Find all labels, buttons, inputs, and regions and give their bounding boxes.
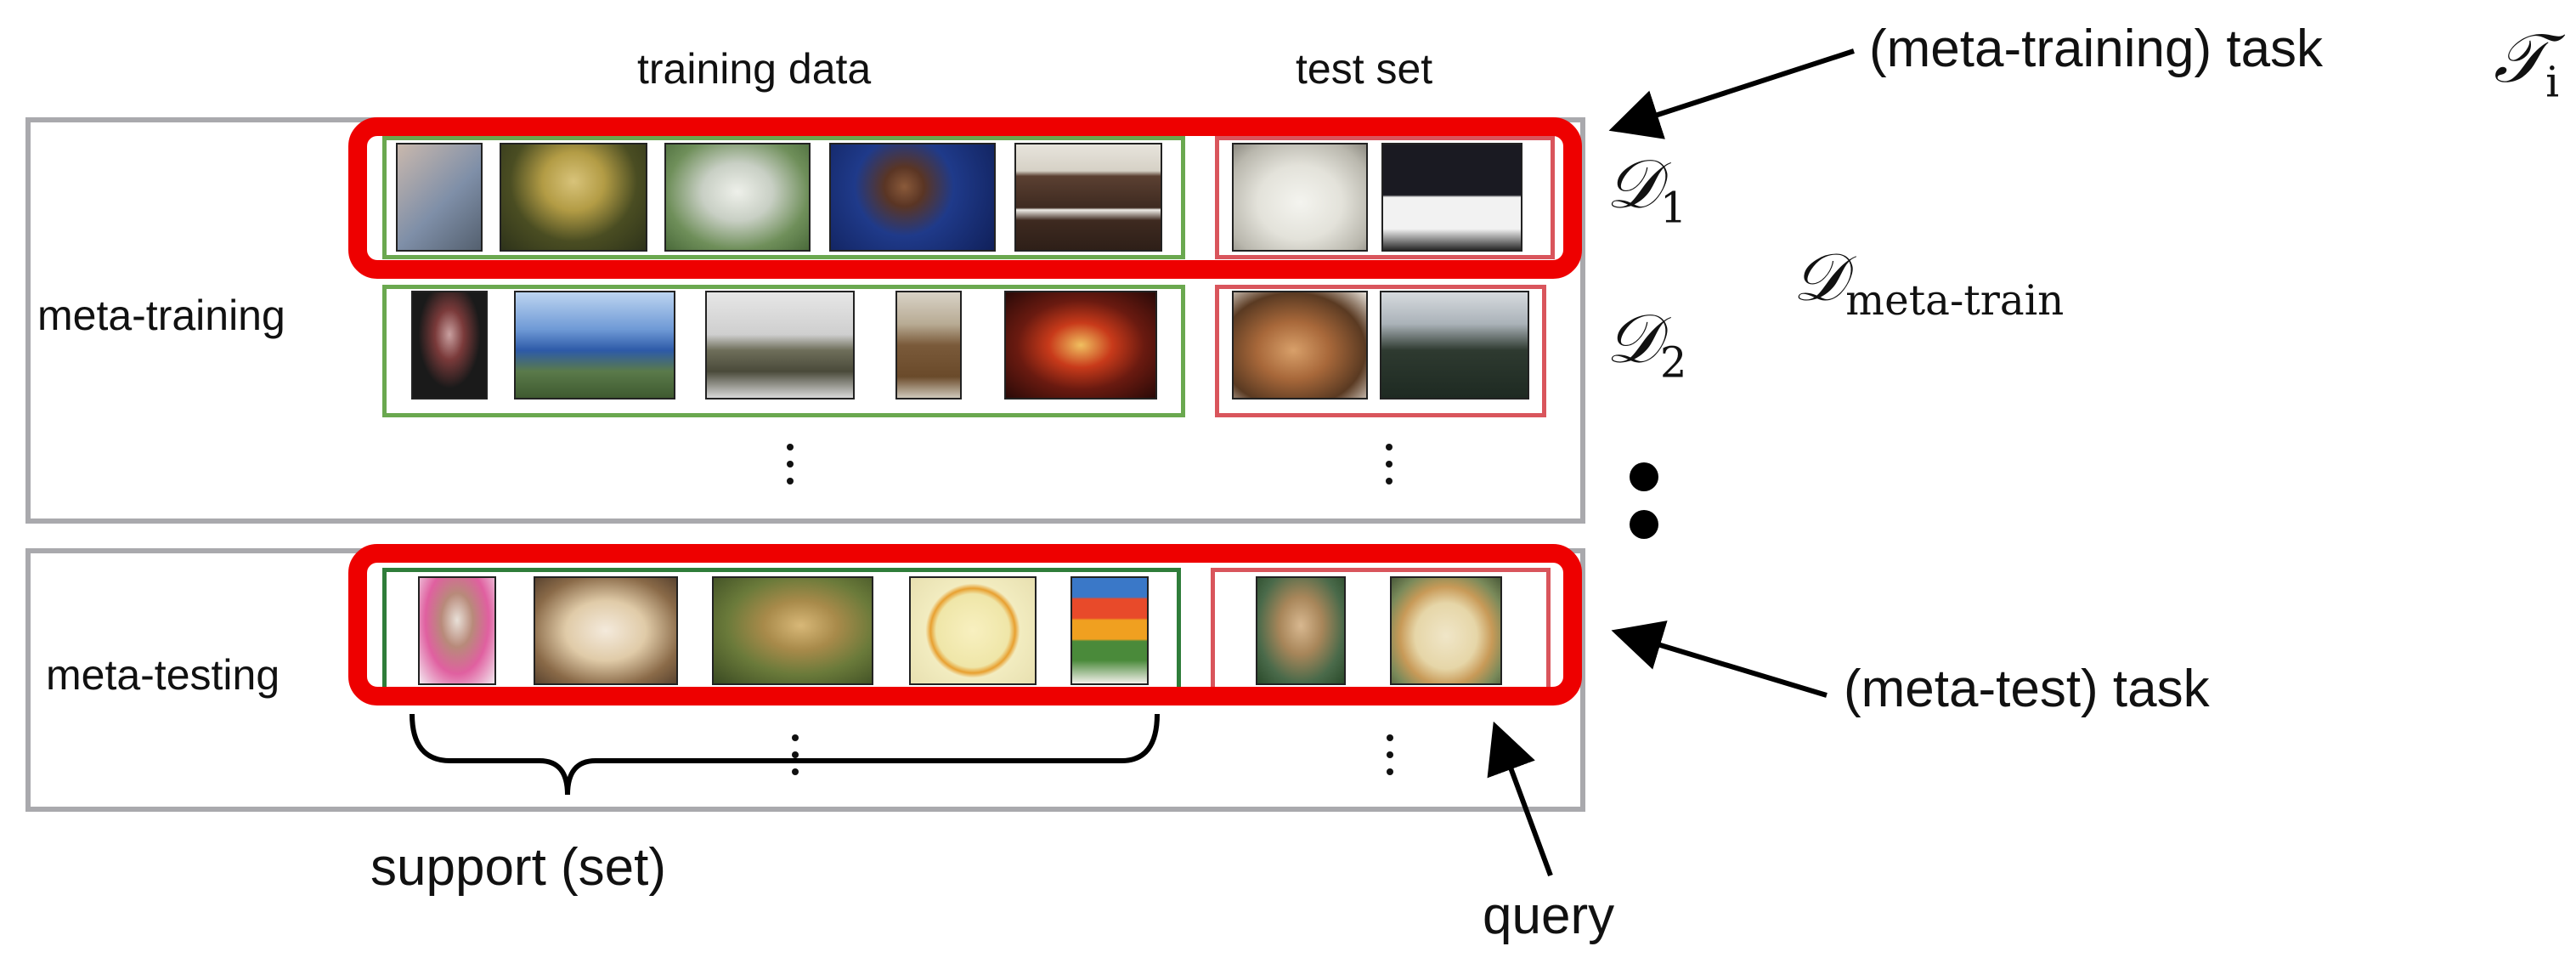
cliff-image bbox=[514, 291, 675, 400]
ellipsis-icon bbox=[1387, 734, 1393, 785]
barrel-image bbox=[895, 291, 962, 400]
d-meta-train-label: 𝒟meta-train bbox=[1793, 240, 2065, 325]
pretzel-image bbox=[909, 576, 1037, 685]
carousel-image bbox=[1004, 291, 1157, 400]
meta-training-task-arrow bbox=[1608, 48, 1855, 139]
row1-training-set bbox=[382, 136, 1185, 259]
row2-test-set bbox=[1215, 285, 1546, 417]
mushroom-image bbox=[500, 143, 647, 252]
dog-image bbox=[534, 576, 678, 685]
tank-image bbox=[705, 291, 855, 400]
row2-training-set bbox=[382, 285, 1185, 417]
ellipsis-icon bbox=[1630, 462, 1658, 558]
meta-test-task-frame bbox=[348, 544, 1582, 706]
singer-image bbox=[829, 143, 996, 252]
support-set-label: support (set) bbox=[370, 838, 667, 897]
ellipsis-icon bbox=[787, 444, 794, 495]
support-brace bbox=[410, 713, 1160, 796]
d2-label: 𝒟2 bbox=[1606, 299, 1687, 388]
meta-test-task-label: (meta-test) task bbox=[1844, 660, 2210, 718]
lion-image bbox=[712, 576, 873, 685]
dog-image bbox=[664, 143, 811, 252]
piano-image bbox=[1014, 143, 1162, 252]
training-data-header: training data bbox=[637, 45, 872, 93]
cliff-image bbox=[1380, 291, 1529, 400]
lion-image bbox=[1256, 576, 1346, 685]
bowls-image bbox=[1071, 576, 1149, 685]
ellipsis-icon bbox=[1386, 444, 1393, 495]
cupcake-image bbox=[418, 576, 496, 685]
ellipsis-icon bbox=[792, 734, 799, 785]
meta-test-task-arrow bbox=[1611, 620, 1827, 698]
bird-image bbox=[396, 143, 483, 252]
bowl-image bbox=[1390, 576, 1502, 685]
row1-test-set bbox=[1215, 136, 1555, 259]
d1-label: 𝒟1 bbox=[1606, 144, 1687, 233]
test-set-header: test set bbox=[1296, 45, 1433, 93]
query-label: query bbox=[1483, 887, 1615, 945]
meta-testing-label: meta-testing bbox=[46, 651, 280, 699]
meta-training-task-label: (meta-training) task bbox=[1869, 20, 2324, 78]
meta-training-label: meta-training bbox=[37, 292, 285, 339]
query-arrow bbox=[1487, 721, 1553, 877]
bird-image bbox=[411, 291, 488, 400]
meta-training-task-frame bbox=[348, 117, 1582, 279]
barrels-image bbox=[1232, 291, 1368, 400]
piano-keys-image bbox=[1381, 143, 1522, 252]
dog-image bbox=[1232, 143, 1368, 252]
task-symbol: 𝒯i bbox=[2494, 19, 2560, 107]
